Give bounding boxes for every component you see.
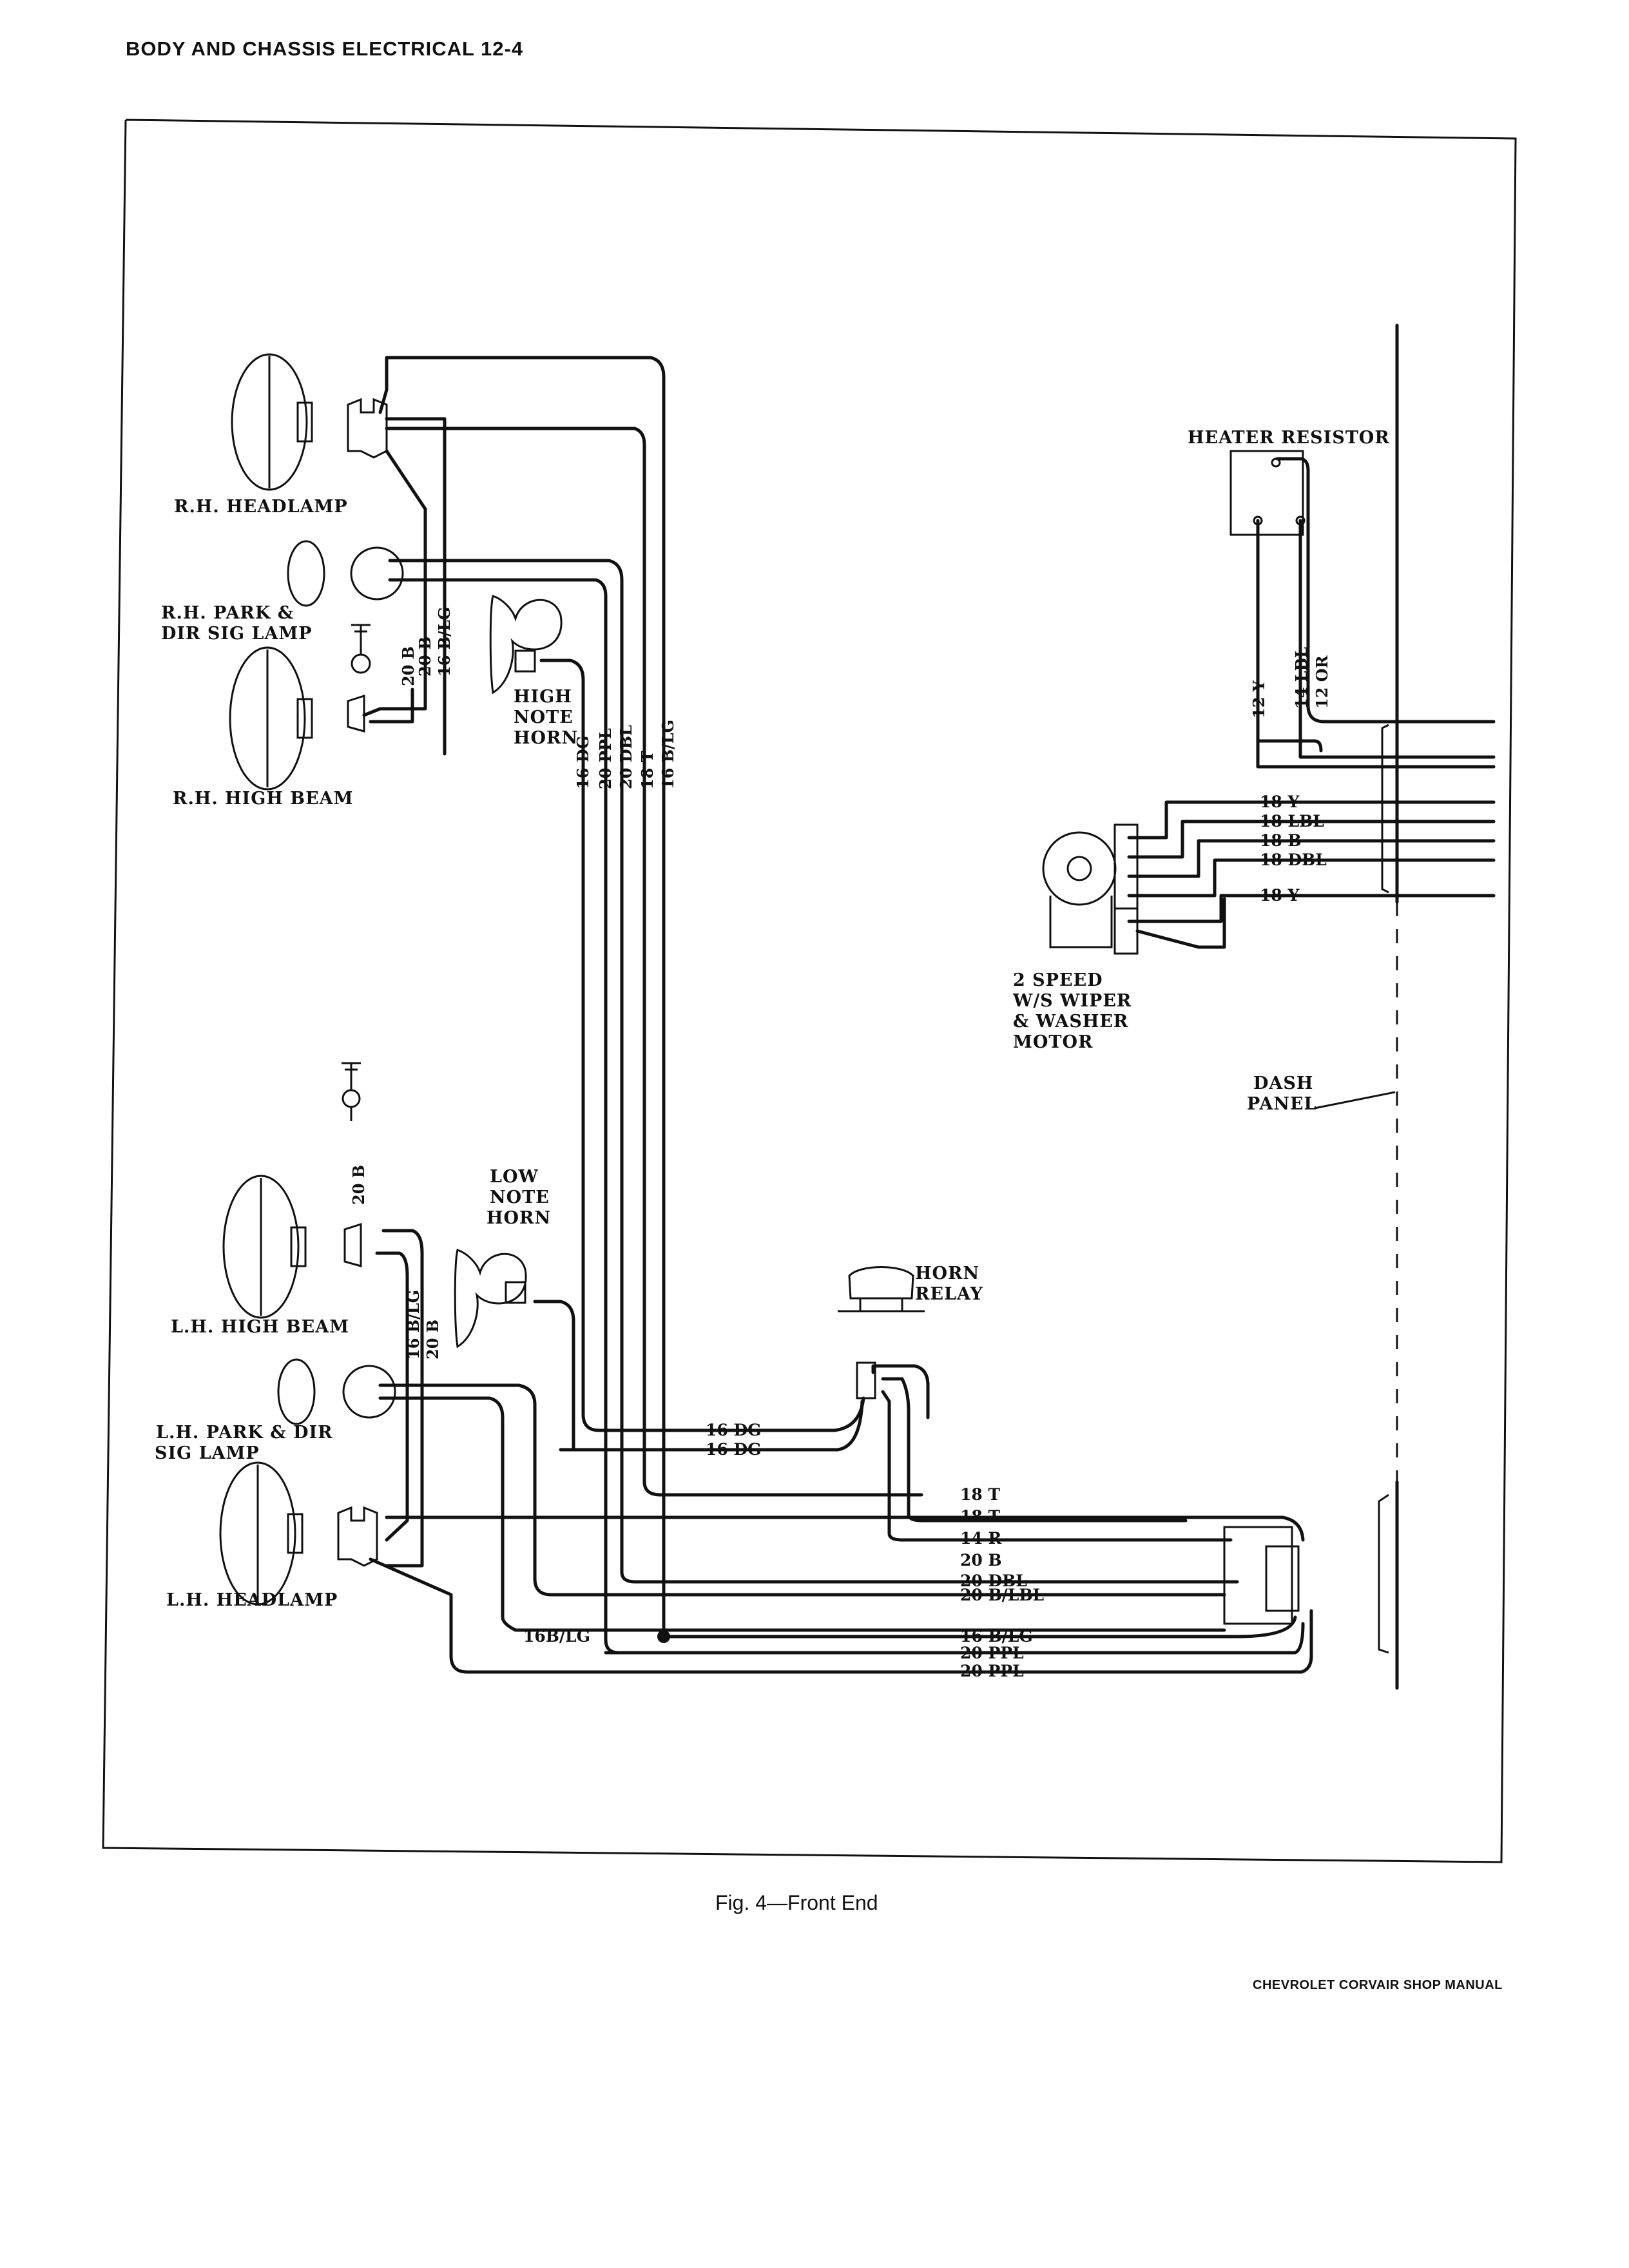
bundle-20ppl-label: 20 PPL: [596, 728, 615, 789]
high-note-horn-label-1: HIGH: [514, 687, 572, 707]
horn-relay: [838, 1266, 925, 1399]
dash-panel: [1314, 323, 1399, 1690]
lh-park-label-2: SIG LAMP: [155, 1443, 260, 1463]
bundle-16dg-label: 16 DG: [574, 736, 592, 789]
heater-resistor: [1229, 450, 1306, 536]
wiper-motor-label-2: W/S WIPER: [1012, 991, 1132, 1011]
dash-panel-label-2: PANEL: [1247, 1094, 1317, 1114]
wiper-motor-label-1: 2 SPEED: [1013, 970, 1103, 990]
wiper-18b-label: 18 B: [1260, 831, 1302, 850]
dbl-20-label: 20 DBL: [960, 1571, 1027, 1590]
page-header: BODY AND CHASSIS ELECTRICAL 12-4: [126, 37, 524, 60]
lh-20b-2-label: 20 B: [423, 1320, 442, 1360]
bundle-20dbl-label: 20 DBL: [617, 725, 635, 789]
heater-12y-label: 12 Y: [1249, 680, 1268, 718]
horn-relay-label-2: RELAY: [915, 1284, 983, 1304]
dg-2-label: 16 DG: [706, 1440, 762, 1459]
low-note-horn-label-2: NOTE: [490, 1187, 550, 1207]
rh-park-lamp: [287, 540, 404, 607]
r-14-label: 14 R: [960, 1529, 1001, 1548]
wiper-18y-label: 18 Y: [1260, 793, 1300, 811]
wiper-motor-label-3: & WASHER: [1013, 1012, 1128, 1032]
rh-20b-label-b: 20 B: [416, 637, 434, 677]
rh-high-beam: [229, 624, 371, 791]
rh-headlamp: [231, 353, 388, 491]
figure-caption: Fig. 4—Front End: [715, 1891, 878, 1914]
lh-headlamp-label: L.H. HEADLAMP: [166, 1590, 338, 1610]
rh-16blg-label: 16 B/LG: [435, 607, 454, 677]
lh-park-label-1: L.H. PARK & DIR: [156, 1423, 333, 1443]
b-20-label: 20 B: [960, 1551, 1002, 1570]
page-footer: CHEVROLET CORVAIR SHOP MANUAL: [1253, 1978, 1503, 1992]
heater-14lbl-label: 14 LBL: [1292, 647, 1311, 709]
lh-16blg-label: 16 B/LG: [404, 1290, 423, 1360]
diagram-frame: [102, 119, 1517, 1863]
ppl-1-label: 20 PPL: [960, 1644, 1024, 1662]
wiper-18dbl-label: 18 DBL: [1260, 850, 1327, 869]
rh-headlamp-label: R.H. HEADLAMP: [174, 497, 348, 517]
bundle-18t-label: 18 T: [638, 751, 657, 789]
low-note-horn-label-3: HORN: [487, 1208, 551, 1228]
rh-20b-label-a: 20 B: [399, 646, 418, 686]
high-note-horn-label-3: HORN: [514, 728, 578, 748]
bundle-16blg-label: 16 B/LG: [659, 720, 677, 789]
ppl-2-label: 20 PPL: [960, 1662, 1024, 1680]
wires: [362, 356, 1496, 1674]
rh-park-label-1: R.H. PARK &: [161, 603, 294, 623]
lh-headlamp: [219, 1461, 378, 1606]
heater-12or-label: 12 OR: [1313, 655, 1331, 709]
high-note-horn-label-2: NOTE: [514, 707, 574, 727]
low-note-horn-label-1: LOW: [490, 1167, 539, 1187]
t-1-label: 18 T: [960, 1485, 1000, 1504]
lh-park-lamp: [277, 1358, 396, 1425]
high-note-horn: [489, 595, 563, 695]
blg-right-label: 16 B/LG: [960, 1627, 1033, 1646]
blg-left-label: 16B/LG: [523, 1627, 590, 1646]
wiper-18lbl-label: 18 LBL: [1260, 812, 1324, 831]
rh-park-label-2: DIR SIG LAMP: [161, 624, 313, 644]
rh-high-beam-label: R.H. HIGH BEAM: [173, 789, 354, 809]
wiper-motor: [1042, 823, 1139, 955]
junction-block: [1223, 1526, 1300, 1625]
wiper-motor-label-4: MOTOR: [1013, 1032, 1093, 1052]
t-2-label: 18 T: [960, 1507, 1000, 1526]
heater-resistor-label: HEATER RESISTOR: [1188, 428, 1390, 448]
dg-1-label: 16 DG: [706, 1421, 762, 1439]
lh-high-beam-label: L.H. HIGH BEAM: [171, 1317, 349, 1337]
low-note-horn: [454, 1249, 527, 1349]
horn-relay-label-1: HORN: [915, 1264, 979, 1283]
lh-high-beam: [222, 1062, 362, 1319]
dash-panel-label-1: DASH: [1253, 1073, 1313, 1093]
lh-20b-label: 20 B: [349, 1165, 368, 1205]
blbl-20-label: 20 B/LBL: [960, 1586, 1044, 1604]
wiper-18y-2-label: 18 Y: [1260, 886, 1300, 905]
